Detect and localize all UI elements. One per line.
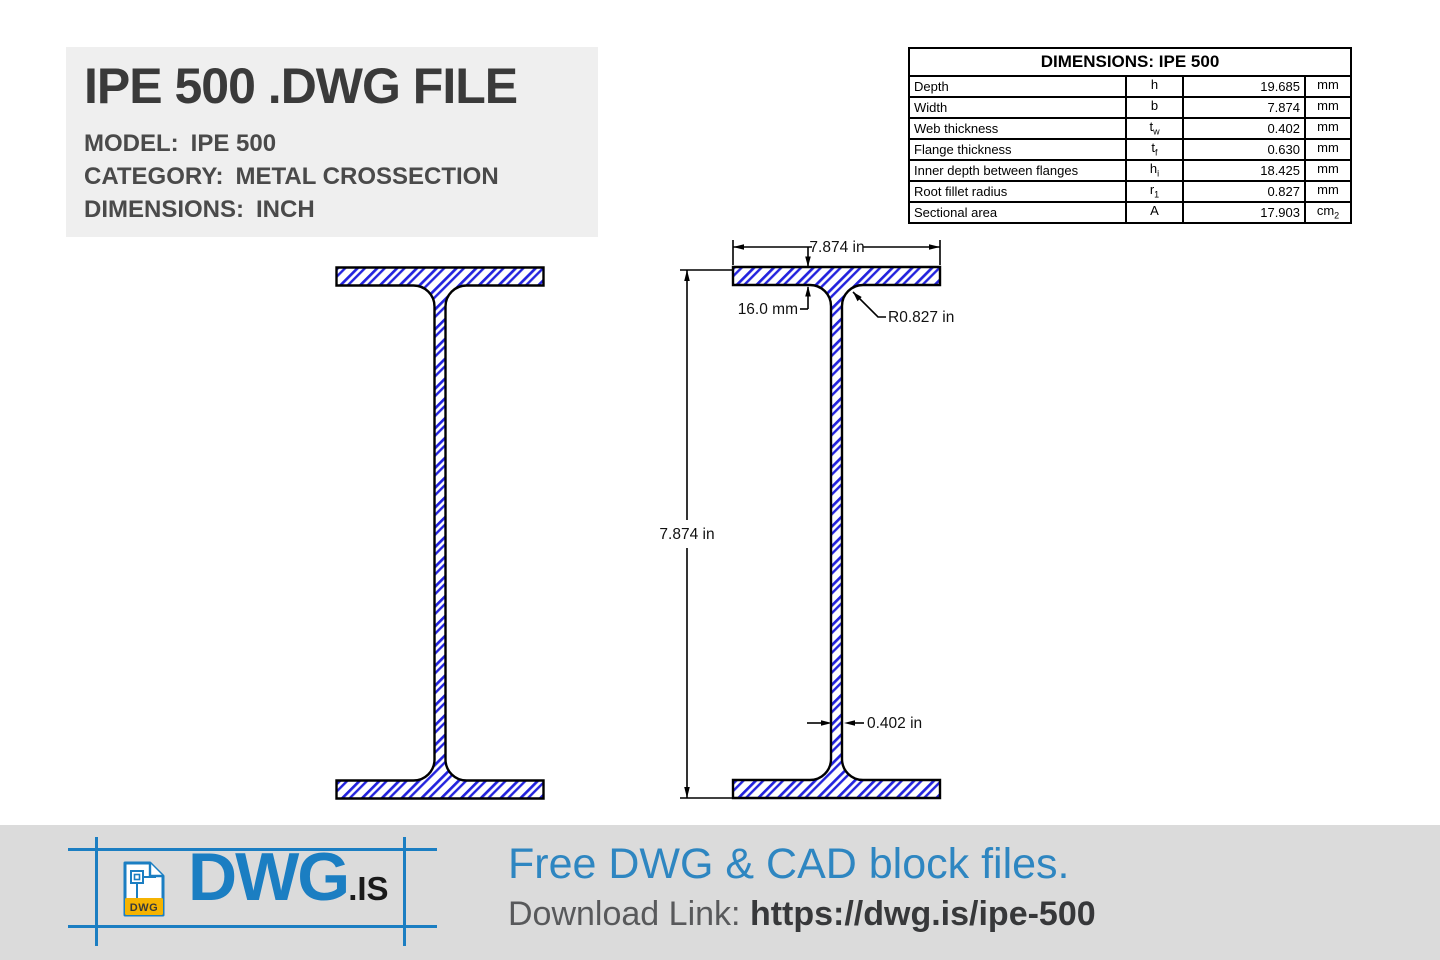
meta-model-value: IPE 500 — [190, 130, 277, 157]
meta-model-label: MODEL: — [84, 130, 179, 157]
dimensions-table: DIMENSIONS: IPE 500 Depth h 19.685 mm Wi… — [908, 47, 1352, 224]
dim-name: Depth — [908, 75, 1127, 98]
dim-symbol: tw — [1125, 117, 1184, 140]
table-row: Sectional area A 17.903 cm2 — [908, 201, 1352, 224]
width-dimension-label: 7.874 in — [809, 239, 864, 256]
table-row: Depth h 19.685 mm — [908, 75, 1352, 98]
crop-mark-bottom — [68, 925, 437, 928]
web-thickness-label: 0.402 in — [867, 715, 922, 732]
dim-value: 18.425 — [1182, 159, 1306, 182]
brand-suffix: .IS — [348, 870, 389, 907]
meta-dimensions: DIMENSIONS: INCH — [84, 193, 598, 226]
ibeam-shape — [335, 266, 545, 800]
dim-symbol: A — [1125, 201, 1184, 224]
dwg-is-logo: DWG.IS — [188, 843, 389, 911]
dim-value: 7.874 — [1182, 96, 1306, 119]
crop-mark-left — [95, 837, 98, 946]
dim-name: Width — [908, 96, 1127, 119]
model-meta: MODEL: IPE 500 CATEGORY: METAL CROSSECTION… — [84, 127, 598, 226]
ibeam-cross-section-plain — [335, 266, 545, 800]
flange-thickness-label: 16.0 mm — [738, 301, 798, 318]
dim-unit: mm — [1304, 117, 1352, 140]
dim-unit: mm — [1304, 159, 1352, 182]
dim-name: Sectional area — [908, 201, 1127, 224]
arrow-left-icon — [844, 720, 855, 726]
dwg-file-icon: DWG — [123, 861, 165, 917]
dim-name: Root fillet radius — [908, 180, 1127, 203]
crop-mark-top — [68, 848, 437, 851]
dwg-badge-label: DWG — [130, 902, 158, 914]
arrow-diagonal-icon — [853, 292, 862, 302]
download-link-line: Download Link: https://dwg.is/ipe-500 — [508, 893, 1096, 936]
meta-dimensions-label: DIMENSIONS: — [84, 196, 245, 223]
table-title-row: DIMENSIONS: IPE 500 — [908, 47, 1352, 77]
dim-unit: mm — [1304, 96, 1352, 119]
meta-category: CATEGORY: METAL CROSSECTION — [84, 160, 598, 193]
width-dimension — [732, 240, 941, 265]
table-title: DIMENSIONS: IPE 500 — [908, 47, 1352, 77]
table-row: Inner depth between flanges hi 18.425 mm — [908, 159, 1352, 182]
footer-tagline-block: Free DWG & CAD block files. Download Lin… — [508, 839, 1096, 935]
height-dimension-label: 7.874 in — [659, 526, 714, 543]
table-row: Width b 7.874 mm — [908, 96, 1352, 119]
arrow-up-icon — [684, 270, 690, 281]
dim-value: 19.685 — [1182, 75, 1306, 98]
page-title: IPE 500 .DWG FILE — [84, 58, 518, 114]
download-label: Download Link: — [508, 894, 741, 933]
ibeam-shape — [731, 265, 942, 800]
arrow-down-icon — [684, 787, 690, 798]
dim-symbol: b — [1125, 96, 1184, 119]
height-dimension — [680, 269, 733, 799]
radius-label: R0.827 in — [888, 309, 954, 326]
dim-symbol: r1 — [1125, 180, 1184, 203]
dim-unit: mm — [1304, 75, 1352, 98]
meta-model: MODEL: IPE 500 — [84, 127, 598, 160]
meta-category-label: CATEGORY: — [84, 163, 224, 190]
dim-unit: cm2 — [1304, 201, 1352, 224]
dim-symbol: h — [1125, 75, 1184, 98]
arrow-left-icon — [733, 244, 744, 250]
radius-leader — [852, 291, 886, 318]
dim-unit: mm — [1304, 138, 1352, 161]
dim-value: 0.630 — [1182, 138, 1306, 161]
table-row: Root fillet radius r1 0.827 mm — [908, 180, 1352, 203]
dim-name: Inner depth between flanges — [908, 159, 1127, 182]
arrow-right-icon — [821, 720, 832, 726]
title-card: IPE 500 .DWG FILE MODEL: IPE 500 CATEGORY… — [66, 47, 598, 237]
crop-mark-right — [403, 837, 406, 946]
table-row: Web thickness tw 0.402 mm — [908, 117, 1352, 140]
dim-name: Flange thickness — [908, 138, 1127, 161]
tagline-text: Free DWG & CAD block files. — [508, 840, 1070, 888]
dim-value: 0.827 — [1182, 180, 1306, 203]
dim-value: 17.903 — [1182, 201, 1306, 224]
arrow-down-icon — [805, 256, 811, 267]
arrow-up-icon — [805, 286, 811, 297]
meta-category-value: METAL CROSSECTION — [235, 163, 499, 190]
dim-unit: mm — [1304, 180, 1352, 203]
ibeam-cross-section-dimensioned: 7.874 in 16.0 mm R0.827 in 7.874 in 0.40… — [659, 239, 954, 800]
dim-value: 0.402 — [1182, 117, 1306, 140]
meta-dimensions-value: INCH — [256, 196, 315, 223]
brand-text: DWG — [188, 839, 350, 915]
dim-name: Web thickness — [908, 117, 1127, 140]
dim-symbol: hi — [1125, 159, 1184, 182]
download-url[interactable]: https://dwg.is/ipe-500 — [749, 894, 1096, 933]
arrow-right-icon — [929, 244, 940, 250]
dim-symbol: tf — [1125, 138, 1184, 161]
table-row: Flange thickness tf 0.630 mm — [908, 138, 1352, 161]
footer-banner: DWG DWG.IS Free DWG & CAD block files. D… — [0, 825, 1440, 960]
